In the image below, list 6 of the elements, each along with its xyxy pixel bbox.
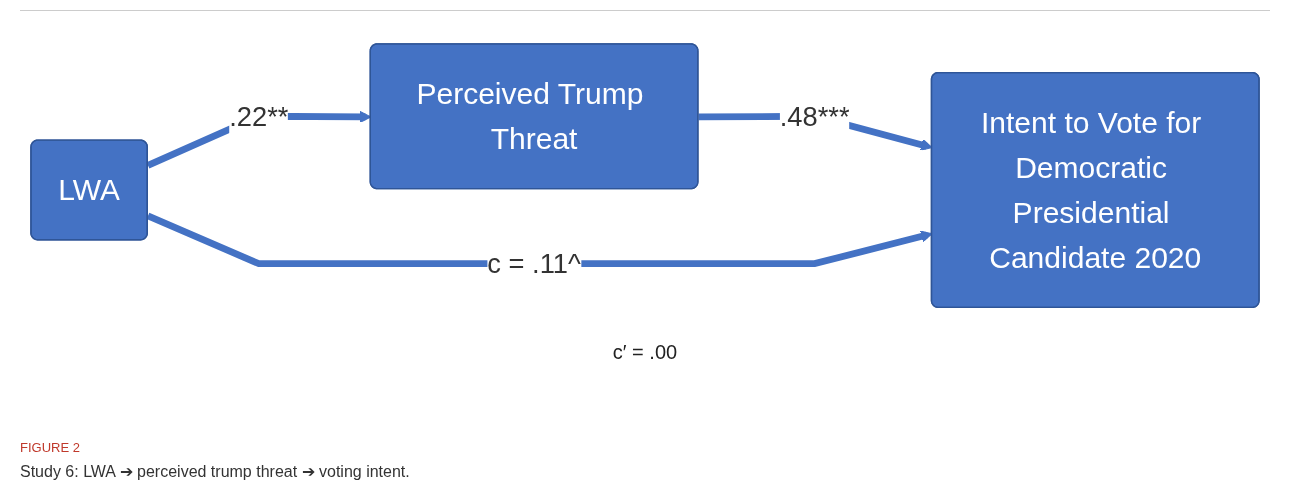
edge-label: .22** <box>229 101 289 132</box>
figure-title: FIGURE 2 <box>20 440 80 455</box>
figure-caption: Study 6: LWA ➔ perceived trump threat ➔ voting intent. <box>20 462 410 481</box>
path-coefficient: c′ = .00 <box>612 341 678 363</box>
edge-label: c = .11^ <box>487 249 581 280</box>
edge-label: .48*** <box>779 101 850 132</box>
